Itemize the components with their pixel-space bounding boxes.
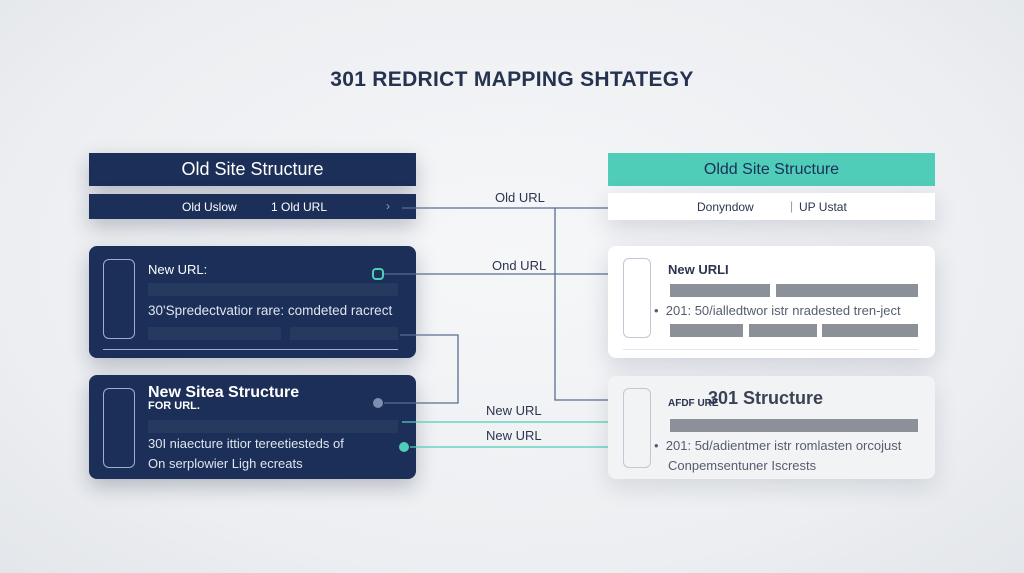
right-header: Oldd Site Structure — [608, 153, 935, 186]
left-row-b: 1 Old URL — [271, 200, 328, 214]
placeholder-bar — [148, 327, 281, 340]
left-header: Old Site Structure — [89, 153, 416, 186]
placeholder-bar — [290, 327, 398, 340]
connector-label: Old URL — [495, 190, 545, 205]
page-title: 301 REDRICT MAPPING SHTATEGY — [330, 68, 694, 91]
connector-line — [554, 208, 610, 401]
node-dot — [373, 398, 383, 408]
right-card2-line2: Conpemsentuner Iscrests — [668, 458, 817, 473]
connector-label: New URL — [486, 403, 542, 418]
placeholder-bar — [670, 284, 770, 297]
left-card-new-structure: New Sitea Structure FOR URL. 30I niaectu… — [89, 375, 416, 479]
divider — [103, 349, 398, 350]
chevron-right-icon: › — [386, 199, 390, 213]
placeholder-bar — [670, 324, 743, 337]
left-card2-sub: FOR URL. — [148, 400, 200, 412]
node-square — [372, 268, 384, 280]
left-row-a: Old Uslow — [182, 200, 237, 214]
right-row-a: Donyndow — [697, 200, 754, 214]
placeholder-bar — [148, 420, 398, 433]
placeholder-bar — [749, 324, 817, 337]
document-icon — [103, 259, 135, 339]
connector-line — [384, 334, 459, 404]
left-card2-line1: 30I niaecture ittior tereetiesteds of — [148, 436, 344, 451]
placeholder-bar — [822, 324, 918, 337]
divider — [623, 349, 918, 350]
left-url-row: Old Uslow 1 Old URL › — [89, 194, 416, 219]
right-card-new-url: New URLI • 201: 50/ialledtwor istr nrade… — [608, 246, 935, 358]
left-card2-line2: On serplowier Ligh ecreats — [148, 456, 303, 471]
document-icon — [623, 388, 651, 468]
right-url-row: Donyndow | UP Ustat — [608, 193, 935, 220]
left-card2-heading: New Sitea Structure — [148, 384, 300, 401]
left-card1-heading: New URL: — [148, 262, 208, 277]
placeholder-bar — [776, 284, 918, 297]
right-card2-sub: AFDF URE — [668, 398, 719, 409]
left-card-new-url: New URL: 30'Spredectvatior rare: comdete… — [89, 246, 416, 358]
connector-label: New URL — [486, 428, 542, 443]
right-card2-line1-value: 201: 5d/adientmer istr romlasten orcojus… — [665, 438, 902, 453]
document-icon — [103, 388, 135, 468]
left-card1-text: 30'Spredectvatior rare: comdeted racrect — [148, 303, 393, 318]
right-card1-text-value: 201: 50/ialledtwor istr nradested tren-j… — [665, 303, 901, 318]
node-dot — [399, 442, 409, 452]
right-card2-heading: 301 Structure — [708, 388, 824, 408]
right-row-b: UP Ustat — [799, 200, 847, 214]
right-card1-text: • 201: 50/ialledtwor istr nradested tren… — [654, 303, 901, 318]
right-card2-line1: • 201: 5d/adientmer istr romlasten orcoj… — [654, 438, 902, 453]
placeholder-bar — [670, 419, 918, 432]
right-card1-heading: New URLI — [668, 262, 729, 277]
connector-label: Ond URL — [492, 258, 547, 273]
separator: | — [790, 199, 794, 213]
right-card-301-structure: 301 Structure AFDF URE • 201: 5d/adientm… — [608, 376, 935, 479]
document-icon — [623, 258, 651, 338]
placeholder-bar — [148, 283, 398, 296]
